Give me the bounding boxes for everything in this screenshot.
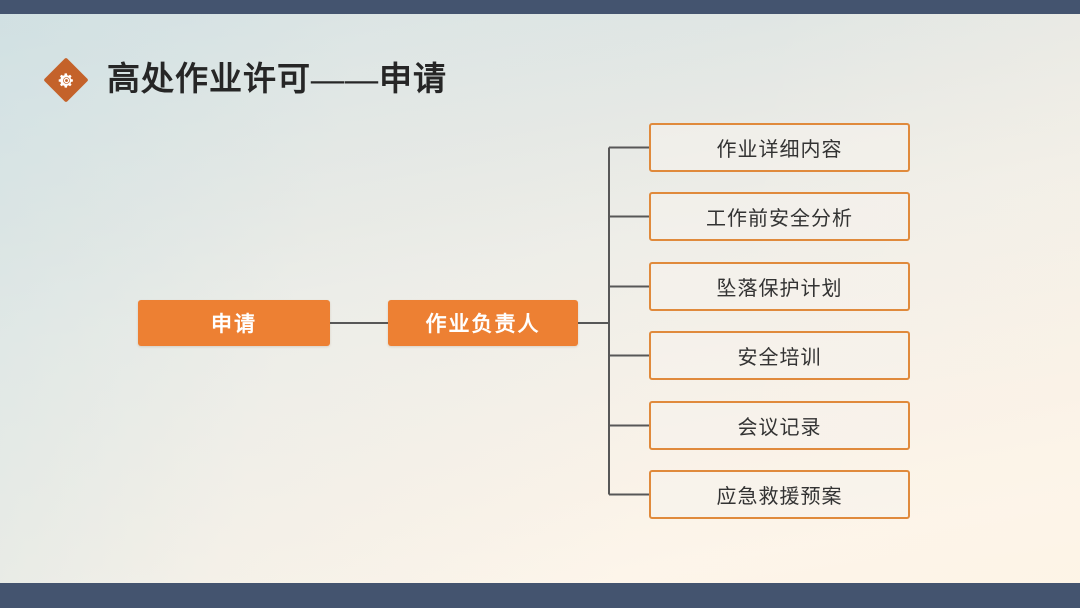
bottom-accent-bar bbox=[0, 583, 1080, 608]
node-item-2[interactable]: 工作前安全分析 bbox=[649, 192, 910, 241]
page-title-row: 高处作业许可——申请 bbox=[43, 50, 447, 110]
node-item-3-label: 坠落保护计划 bbox=[716, 278, 843, 300]
gear-icon bbox=[44, 58, 88, 102]
node-item-5-label: 会议记录 bbox=[737, 417, 822, 439]
node-item-4-label: 安全培训 bbox=[737, 347, 822, 369]
node-application-label: 申请 bbox=[211, 313, 257, 336]
node-work-supervisor-label: 作业负责人 bbox=[425, 313, 541, 336]
node-item-6-label: 应急救援预案 bbox=[716, 486, 843, 508]
node-item-3[interactable]: 坠落保护计划 bbox=[649, 262, 910, 311]
node-item-2-label: 工作前安全分析 bbox=[706, 208, 853, 230]
node-item-6[interactable]: 应急救援预案 bbox=[649, 470, 910, 519]
node-item-1[interactable]: 作业详细内容 bbox=[649, 123, 910, 172]
node-work-supervisor[interactable]: 作业负责人 bbox=[388, 300, 578, 346]
page-title: 高处作业许可——申请 bbox=[107, 61, 447, 98]
node-application[interactable]: 申请 bbox=[138, 300, 330, 346]
gear-diamond-icon bbox=[43, 57, 89, 103]
node-item-4[interactable]: 安全培训 bbox=[649, 331, 910, 380]
top-accent-bar bbox=[0, 0, 1080, 14]
node-item-1-label: 作业详细内容 bbox=[716, 139, 843, 161]
node-item-5[interactable]: 会议记录 bbox=[649, 401, 910, 450]
